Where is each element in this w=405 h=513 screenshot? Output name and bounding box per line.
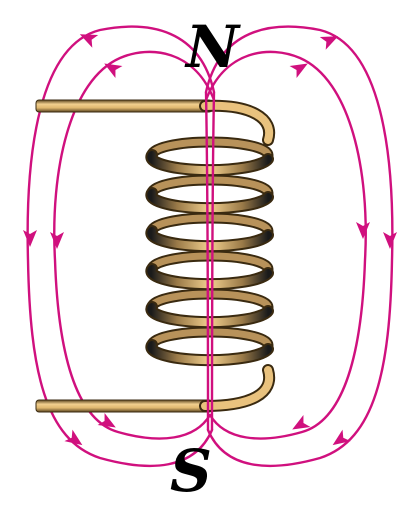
arrow-left-outer-bottom: [64, 429, 83, 446]
arrow-right-inner-mid: [356, 222, 370, 239]
coil-turn-back: [148, 214, 272, 235]
arrow-right-outer-top: [319, 36, 339, 50]
arrow-left-inner-mid: [50, 232, 64, 249]
arrow-right-outer-bottom: [332, 429, 351, 446]
arrow-left-outer-mid: [23, 230, 37, 247]
coil-turn-front: [147, 341, 272, 365]
arrow-right-inner-bottom: [292, 414, 311, 430]
coil-turn-back: [148, 138, 272, 159]
coil-back-strands: [146, 136, 274, 351]
bottom-lead-bend: [201, 366, 274, 410]
field-loop-left-outer: [26, 25, 216, 468]
arrow-left-inner-top: [104, 63, 123, 79]
south-pole-label: S: [170, 437, 212, 505]
coil-turn-front: [147, 303, 272, 327]
arrow-right-outer-mid: [383, 232, 397, 249]
arrow-left-outer-top: [79, 34, 99, 48]
coil-turn-back: [148, 290, 272, 311]
field-core-line-b: [204, 91, 210, 431]
bottom-lead-wire: [35, 399, 213, 413]
coil-turn-back: [148, 328, 272, 349]
coil-turn-back: [148, 252, 272, 273]
field-loop-right-outer: [204, 25, 394, 468]
arrow-left-inner-bottom: [97, 412, 116, 428]
field-core-line-a: [210, 91, 216, 431]
coil-front-strands: [145, 149, 274, 367]
top-lead-bend: [201, 101, 274, 144]
coil-turn-front: [147, 227, 272, 251]
field-loop-right-inner: [204, 50, 367, 440]
field-loop-left-inner: [53, 50, 216, 440]
coil-turn-front: [147, 189, 272, 213]
coil-turn-front: [147, 151, 272, 175]
lead-wires: [35, 99, 276, 413]
coil-turn-front: [147, 265, 272, 289]
arrow-right-inner-top: [289, 63, 308, 79]
north-pole-label: N: [186, 13, 240, 81]
coil-turn-back: [148, 176, 272, 197]
magnetic-field-lines: [26, 25, 394, 468]
field-lines-core: [204, 91, 216, 431]
top-lead-wire: [35, 99, 213, 113]
field-direction-arrows: [23, 34, 397, 446]
